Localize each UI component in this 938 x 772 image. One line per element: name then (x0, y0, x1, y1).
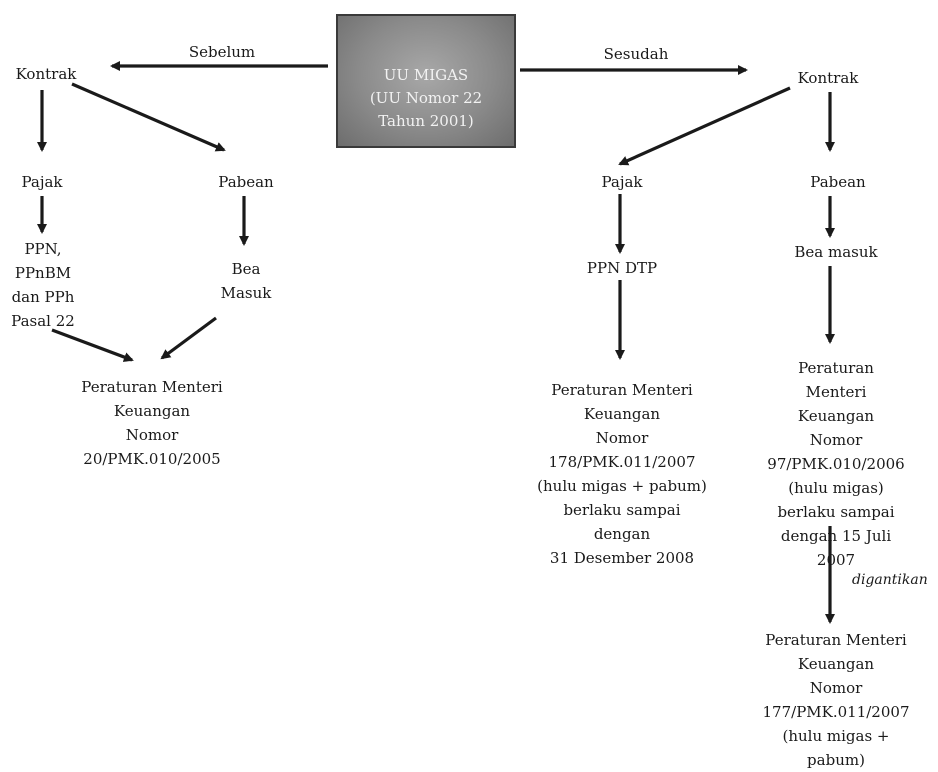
arrow-right-kontrak-pajak (618, 86, 791, 166)
arrow-left-kontrak-pabean (71, 82, 226, 152)
uu-migas-text: UU MIGAS (UU Nomor 22 Tahun 2001) (369, 66, 483, 130)
right-kontrak: Kontrak (797, 69, 859, 87)
left-result: Peraturan Menteri Keuangan Nomor 20/PMK.… (81, 378, 223, 468)
right-bea-masuk: Bea masuk (794, 243, 878, 261)
left-pajak: Pajak (21, 173, 63, 191)
left-pajak-items: PPN, PPnBM dan PPh Pasal 22 (11, 240, 75, 330)
uu-migas-box (336, 14, 516, 148)
left-kontrak: Kontrak (15, 65, 77, 83)
right-pajak: Pajak (601, 173, 643, 191)
right-pajak-result: Peraturan Menteri Keuangan Nomor 178/PMK… (537, 381, 707, 567)
right-pabean: Pabean (810, 173, 866, 191)
left-bea-masuk: Bea Masuk (220, 260, 272, 302)
right-pabean-result: Peraturan Menteri Keuangan Nomor 97/PMK.… (767, 359, 905, 569)
arrows-layer (37, 61, 835, 624)
left-pabean: Pabean (218, 173, 274, 191)
replacement-result: Peraturan Menteri Keuangan Nomor 177/PMK… (762, 631, 910, 769)
arrow-left-bea-result (160, 316, 217, 360)
digantikan-label: digantikan (852, 572, 928, 588)
arrow-left-items-result (51, 328, 134, 362)
sebelum-label: Sebelum (188, 43, 256, 61)
sesudah-label: Sesudah (603, 45, 669, 63)
right-ppn-dtp: PPN DTP (586, 259, 658, 277)
